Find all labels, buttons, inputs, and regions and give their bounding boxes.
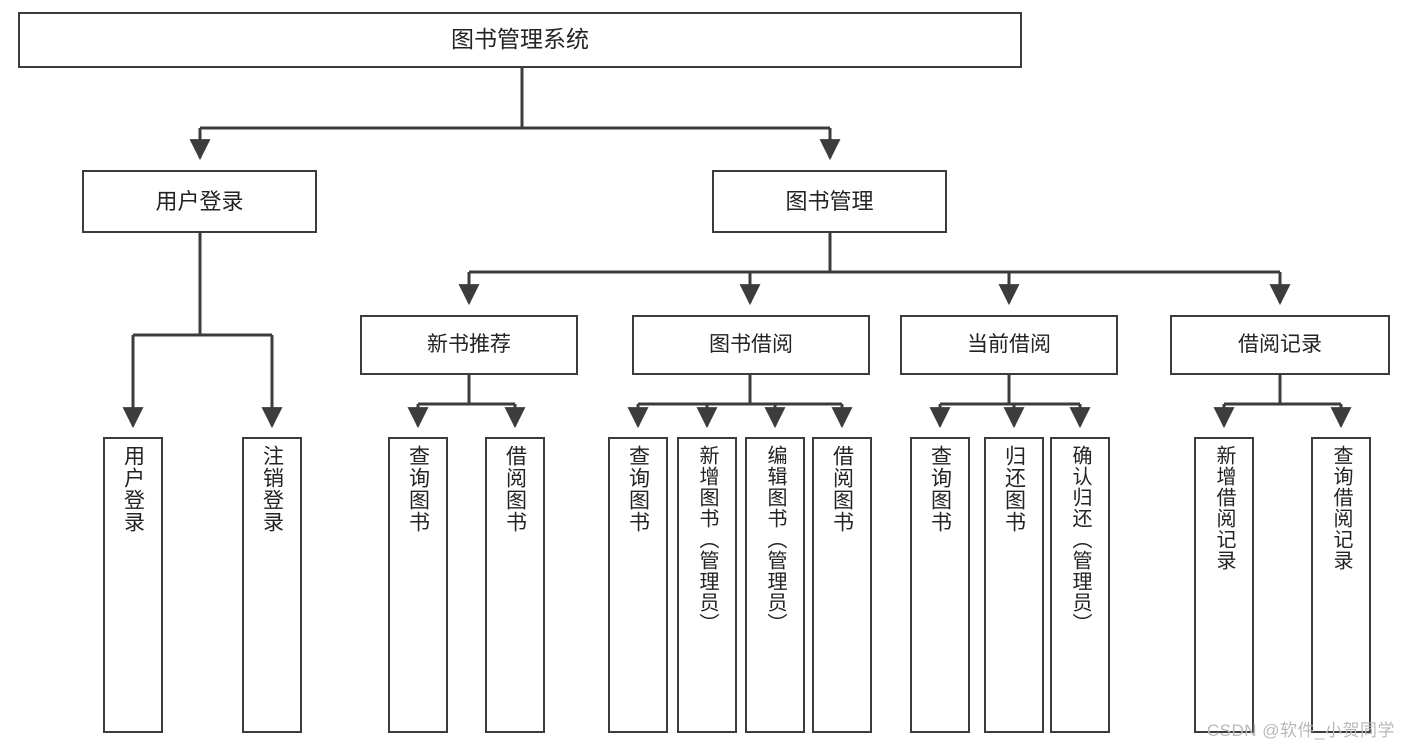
leaf-borrow-book-2-label: 借阅图书 <box>830 445 854 533</box>
leaf-user-login[interactable]: 用户登录 <box>103 437 163 733</box>
node-new-book-recommend[interactable]: 新书推荐 <box>360 315 578 375</box>
node-borrow-record-label: 借阅记录 <box>1238 332 1322 356</box>
leaf-confirm-return-label: 确认归还（管理员） <box>1069 445 1091 634</box>
leaf-query-book-1[interactable]: 查询图书 <box>388 437 448 733</box>
leaf-query-book-3[interactable]: 查询图书 <box>910 437 970 733</box>
node-current-borrow-label: 当前借阅 <box>967 332 1051 356</box>
node-current-borrow[interactable]: 当前借阅 <box>900 315 1118 375</box>
node-user-login[interactable]: 用户登录 <box>82 170 317 233</box>
leaf-borrow-book-1-label: 借阅图书 <box>503 445 527 533</box>
leaf-query-record[interactable]: 查询借阅记录 <box>1311 437 1371 733</box>
leaf-edit-book[interactable]: 编辑图书（管理员） <box>745 437 805 733</box>
leaf-confirm-return[interactable]: 确认归还（管理员） <box>1050 437 1110 733</box>
leaf-query-book-2-label: 查询图书 <box>626 445 650 533</box>
leaf-add-book-label: 新增图书（管理员） <box>696 445 718 634</box>
node-borrow-record[interactable]: 借阅记录 <box>1170 315 1390 375</box>
leaf-edit-book-label: 编辑图书（管理员） <box>764 445 786 634</box>
leaf-user-login-label: 用户登录 <box>121 445 145 533</box>
leaf-query-book-1-label: 查询图书 <box>406 445 430 533</box>
leaf-logout-login-label: 注销登录 <box>260 445 284 533</box>
leaf-borrow-book-1[interactable]: 借阅图书 <box>485 437 545 733</box>
watermark-text: CSDN @软件_小贺同学 <box>1206 721 1395 740</box>
node-book-manage-label: 图书管理 <box>785 188 874 214</box>
node-root[interactable]: 图书管理系统 <box>18 12 1022 68</box>
leaf-add-record-label: 新增借阅记录 <box>1213 445 1235 571</box>
node-book-borrow-label: 图书借阅 <box>709 332 793 356</box>
node-book-borrow[interactable]: 图书借阅 <box>632 315 870 375</box>
node-user-login-label: 用户登录 <box>155 188 244 214</box>
leaf-borrow-book-2[interactable]: 借阅图书 <box>812 437 872 733</box>
leaf-add-book[interactable]: 新增图书（管理员） <box>677 437 737 733</box>
leaf-logout-login[interactable]: 注销登录 <box>242 437 302 733</box>
node-book-manage[interactable]: 图书管理 <box>712 170 947 233</box>
node-new-book-recommend-label: 新书推荐 <box>427 332 511 356</box>
leaf-query-book-2[interactable]: 查询图书 <box>608 437 668 733</box>
node-root-label: 图书管理系统 <box>451 26 589 53</box>
leaf-return-book[interactable]: 归还图书 <box>984 437 1044 733</box>
leaf-add-record[interactable]: 新增借阅记录 <box>1194 437 1254 733</box>
leaf-query-book-3-label: 查询图书 <box>928 445 952 533</box>
leaf-return-book-label: 归还图书 <box>1002 445 1026 533</box>
leaf-query-record-label: 查询借阅记录 <box>1330 445 1352 571</box>
